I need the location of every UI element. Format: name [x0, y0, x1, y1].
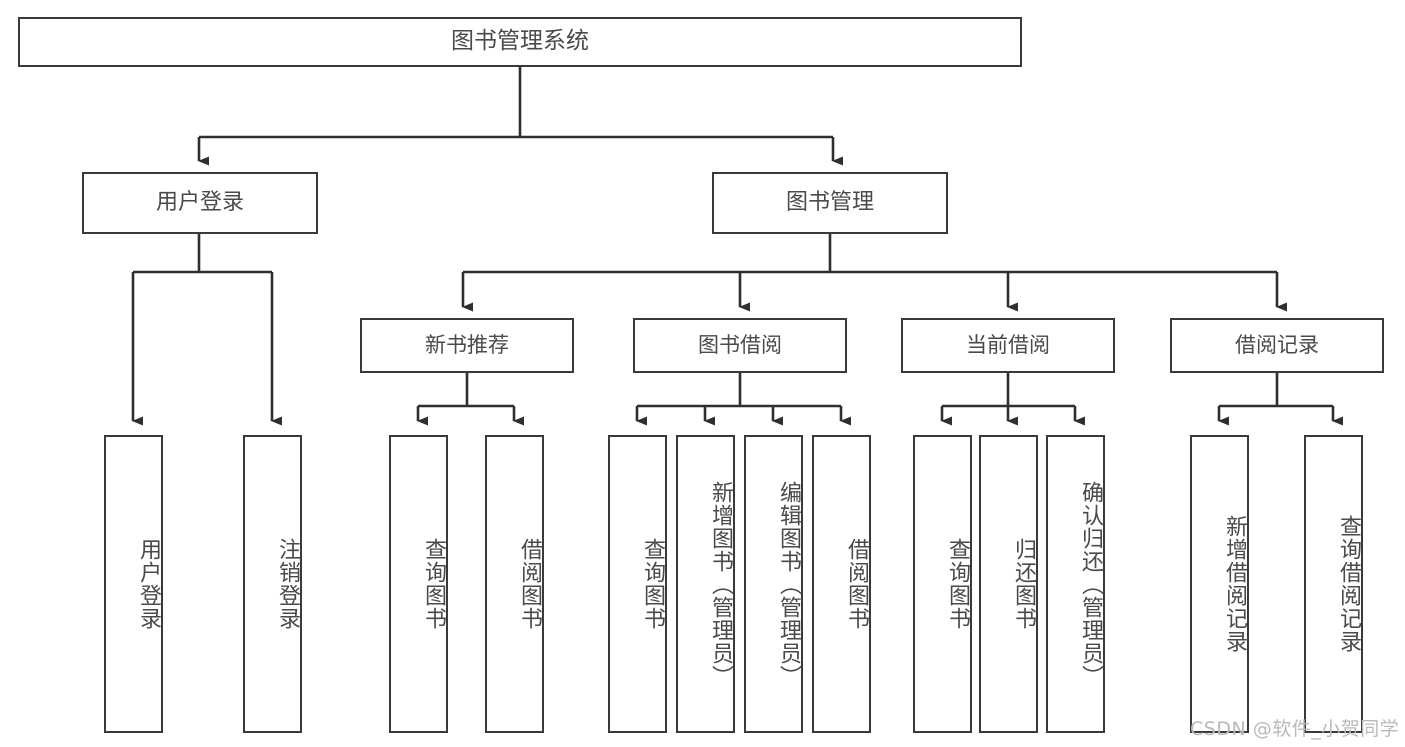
node-leaf-confirm-return[interactable]: 确认归还（管理员）: [1046, 435, 1105, 733]
node-new-book-rec-label: 新书推荐: [425, 333, 509, 358]
node-root[interactable]: 图书管理系统: [18, 17, 1022, 67]
node-leaf-edit-book-label: 编辑图书（管理员）: [776, 480, 801, 688]
node-leaf-edit-book[interactable]: 编辑图书（管理员）: [744, 435, 803, 733]
node-leaf-return-book-label: 归还图书: [1011, 538, 1036, 630]
node-new-book-rec[interactable]: 新书推荐: [360, 318, 574, 373]
node-user-login-label: 用户登录: [155, 190, 244, 216]
node-root-label: 图书管理系统: [451, 28, 589, 55]
node-user-login[interactable]: 用户登录: [82, 172, 318, 234]
csdn-watermark: CSDN @软件_小贺同学: [1190, 718, 1400, 740]
node-leaf-logout-label: 注销登录: [275, 538, 300, 630]
node-borrow-record-label: 借阅记录: [1235, 333, 1319, 358]
node-leaf-logout[interactable]: 注销登录: [243, 435, 302, 733]
node-leaf-query-record[interactable]: 查询借阅记录: [1304, 435, 1363, 733]
node-leaf-borrow-book-1-label: 借阅图书: [517, 538, 542, 630]
node-leaf-user-login[interactable]: 用户登录: [104, 435, 163, 733]
node-book-manage-label: 图书管理: [785, 190, 874, 216]
node-leaf-confirm-return-label: 确认归还（管理员）: [1078, 480, 1103, 688]
node-leaf-add-record-label: 新增借阅记录: [1222, 515, 1247, 653]
node-current-borrow[interactable]: 当前借阅: [901, 318, 1115, 373]
node-leaf-add-book[interactable]: 新增图书（管理员）: [676, 435, 735, 733]
node-book-borrow[interactable]: 图书借阅: [633, 318, 847, 373]
node-leaf-user-login-label: 用户登录: [136, 538, 161, 630]
node-leaf-query-book-2-label: 查询图书: [640, 538, 665, 630]
node-leaf-borrow-book-2[interactable]: 借阅图书: [812, 435, 871, 733]
node-book-borrow-label: 图书借阅: [698, 333, 782, 358]
node-leaf-add-record[interactable]: 新增借阅记录: [1190, 435, 1249, 733]
node-leaf-query-record-label: 查询借阅记录: [1336, 515, 1361, 653]
node-current-borrow-label: 当前借阅: [966, 333, 1050, 358]
node-leaf-borrow-book-1[interactable]: 借阅图书: [485, 435, 544, 733]
node-leaf-query-book-2[interactable]: 查询图书: [608, 435, 667, 733]
node-borrow-record[interactable]: 借阅记录: [1170, 318, 1384, 373]
node-leaf-query-book-3-label: 查询图书: [945, 538, 970, 630]
node-leaf-query-book-1-label: 查询图书: [421, 538, 446, 630]
node-leaf-query-book-3[interactable]: 查询图书: [913, 435, 972, 733]
node-leaf-return-book[interactable]: 归还图书: [979, 435, 1038, 733]
node-leaf-query-book-1[interactable]: 查询图书: [389, 435, 448, 733]
node-leaf-borrow-book-2-label: 借阅图书: [844, 538, 869, 630]
node-book-manage[interactable]: 图书管理: [712, 172, 948, 234]
node-leaf-add-book-label: 新增图书（管理员）: [708, 480, 733, 688]
